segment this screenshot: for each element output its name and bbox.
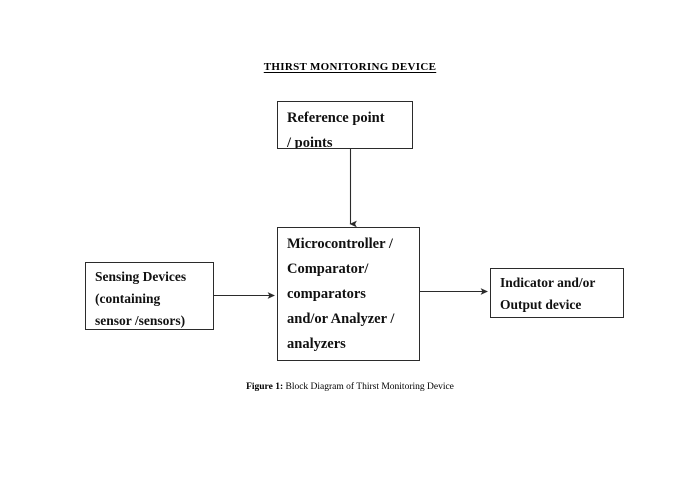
node-indicator-output-line-2: Output device — [500, 297, 582, 312]
node-sensing-devices-line-2: (containing — [95, 291, 161, 306]
node-microcontroller-line-4: and/or Analyzer / — [287, 311, 395, 327]
figure-caption: Figure 1: Block Diagram of Thirst Monito… — [0, 381, 700, 393]
node-sensing-devices-line-1: Sensing Devices — [95, 269, 187, 284]
page-title: THIRST MONITORING DEVICE — [0, 60, 700, 74]
figure-caption-text: Block Diagram of Thirst Monitoring Devic… — [283, 382, 454, 392]
node-reference-point-line-2: / points — [287, 135, 333, 149]
node-sensing-devices: Sensing Devices (containing sensor /sens… — [85, 262, 214, 330]
node-microcontroller-line-1: Microcontroller / — [287, 236, 393, 252]
figure-caption-label: Figure 1: — [246, 382, 284, 392]
node-reference-point: Reference point / points — [277, 101, 413, 149]
node-microcontroller-line-3: comparators — [287, 286, 366, 302]
page-title-text: THIRST MONITORING DEVICE — [263, 61, 437, 73]
node-indicator-output: Indicator and/or Output device — [490, 268, 624, 318]
node-sensing-devices-line-3: sensor /sensors) — [95, 313, 186, 328]
node-reference-point-line-1: Reference point — [287, 110, 385, 126]
node-microcontroller: Microcontroller / Comparator/ comparator… — [277, 227, 420, 361]
node-microcontroller-line-5: analyzers — [287, 336, 346, 352]
node-microcontroller-line-2: Comparator/ — [287, 261, 369, 277]
node-indicator-output-line-1: Indicator and/or — [500, 275, 596, 290]
